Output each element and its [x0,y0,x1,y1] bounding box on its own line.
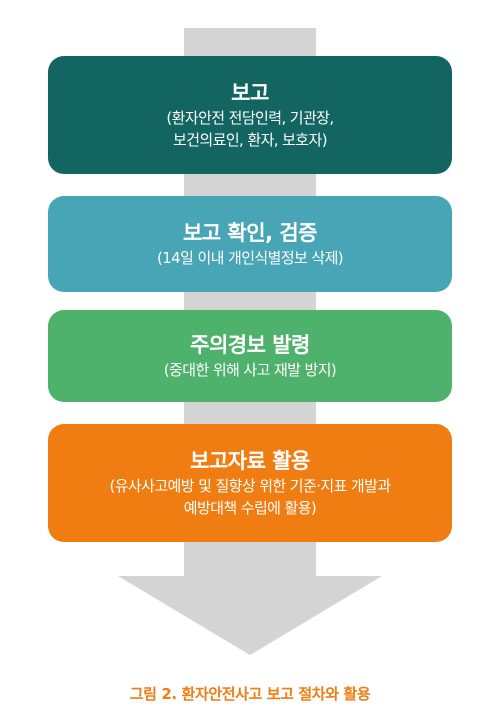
step-utilize: 보고자료 활용 (유사사고예방 및 질향상 위한 기준·지표 개발과 예방대책 … [48,424,452,542]
step-verify-title: 보고 확인, 검증 [182,221,318,245]
step-utilize-desc-line2: 예방대책 수립에 활용) [183,499,317,517]
step-report-title: 보고 [231,81,269,105]
step-utilize-title: 보고자료 활용 [190,449,310,473]
flow-arrow-head [118,576,382,655]
step-report-desc-line1: (환자안전 전담인력, 기관장, [166,109,334,127]
step-utilize-desc-line1: (유사사고예방 및 질향상 위한 기준·지표 개발과 [109,477,391,495]
step-alert: 주의경보 발령 (중대한 위해 사고 재발 방지) [48,310,452,402]
figure-caption: 그림 2. 환자안전사고 보고 절차와 활용 [129,685,371,703]
step-report: 보고 (환자안전 전담인력, 기관장, 보건의료인, 환자, 보호자) [48,56,452,174]
step-alert-title: 주의경보 발령 [190,333,310,357]
step-alert-desc: (중대한 위해 사고 재발 방지) [163,361,337,379]
step-report-desc-line2: 보건의료인, 환자, 보호자) [173,131,328,149]
step-verify-desc: (14일 이내 개인식별정보 삭제) [156,249,344,267]
step-verify: 보고 확인, 검증 (14일 이내 개인식별정보 삭제) [48,196,452,292]
